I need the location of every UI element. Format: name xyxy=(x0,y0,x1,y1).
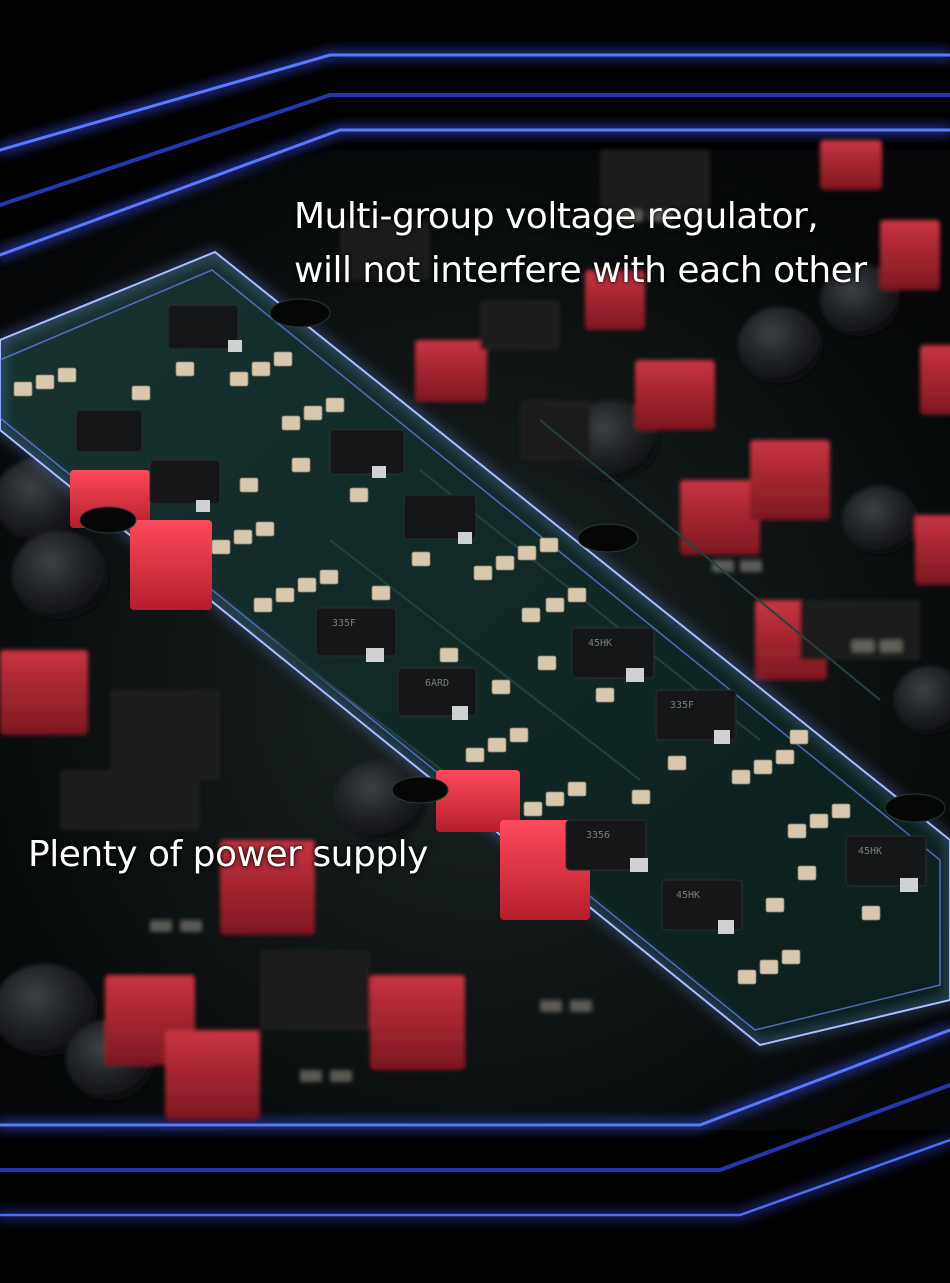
regulator-chips: 6ARD 45HK 335F 3356 45HK 45HK 335F xyxy=(75,304,927,934)
svg-text:3356: 3356 xyxy=(586,830,610,841)
svg-text:335F: 335F xyxy=(670,700,694,711)
headline-line-2: will not interfere with each other xyxy=(294,250,867,291)
svg-text:45HK: 45HK xyxy=(588,638,612,649)
headline-caption: Multi-group voltage regulator, will not … xyxy=(294,190,867,298)
regulator-board: 6ARD 45HK 335F 3356 45HK 45HK 335F xyxy=(0,247,950,1050)
headline-line-1: Multi-group voltage regulator, xyxy=(294,196,819,237)
smd-passives xyxy=(13,351,881,985)
neon-frame xyxy=(0,52,950,1218)
background-components xyxy=(0,140,950,1120)
svg-text:6ARD: 6ARD xyxy=(425,678,449,689)
power-supply-caption: Plenty of power supply xyxy=(28,834,428,875)
svg-text:335F: 335F xyxy=(332,618,356,629)
svg-text:45HK: 45HK xyxy=(858,846,882,857)
svg-text:45HK: 45HK xyxy=(676,890,700,901)
